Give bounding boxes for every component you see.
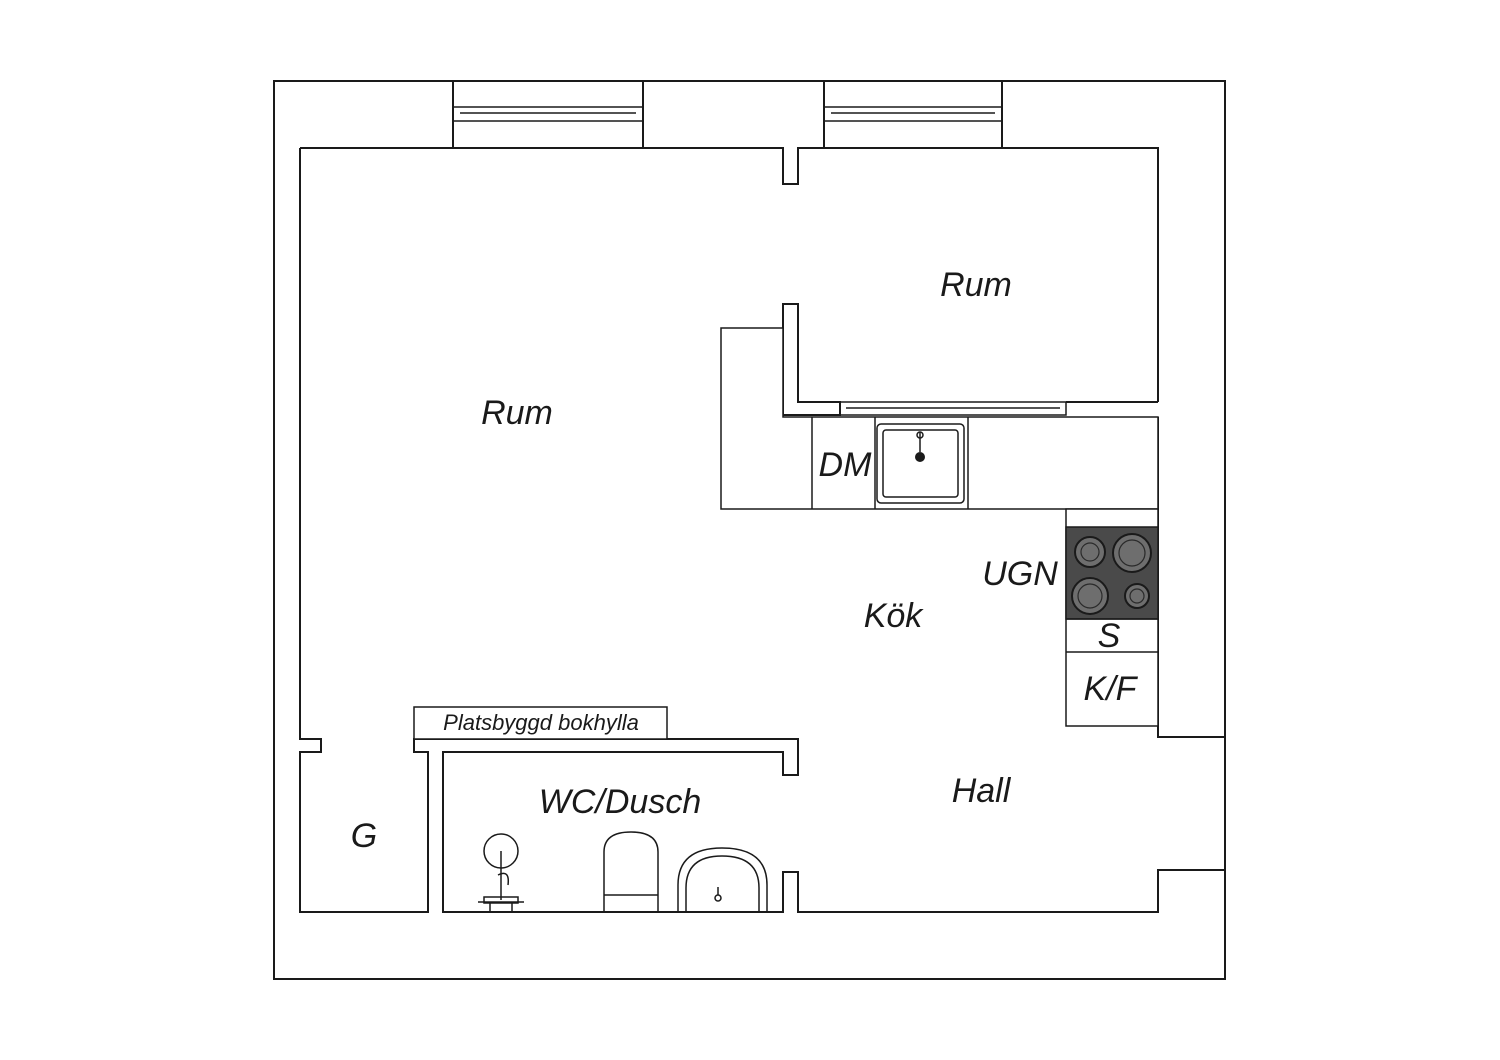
small-room-partition xyxy=(782,303,841,416)
outer-boundary xyxy=(273,80,1226,980)
room-label-bathroom: WC/Dusch xyxy=(539,783,701,821)
room-label-rum-large: Rum xyxy=(481,394,553,432)
label-dishwasher: DM xyxy=(819,446,873,484)
label-oven: UGN xyxy=(982,555,1058,593)
toilet-icon xyxy=(603,831,659,912)
washbasin-icon xyxy=(677,847,768,912)
label-storage: S xyxy=(1098,617,1121,655)
bookshelf xyxy=(413,706,668,740)
label-fridge: K/F xyxy=(1084,670,1139,708)
window-left xyxy=(452,80,644,149)
window-right xyxy=(823,80,1003,149)
kitchen-counter xyxy=(720,327,1159,510)
room-label-closet: G xyxy=(351,817,377,855)
room-label-hall: Hall xyxy=(952,772,1012,810)
kitchen-sink-icon xyxy=(876,423,965,504)
room-label-rum-small: Rum xyxy=(940,266,1012,304)
shower-icon xyxy=(478,833,524,911)
room-label-kitchen: Kök xyxy=(864,597,925,635)
label-bookshelf: Platsbyggd bokhylla xyxy=(443,710,639,735)
internal-window xyxy=(839,401,1067,416)
